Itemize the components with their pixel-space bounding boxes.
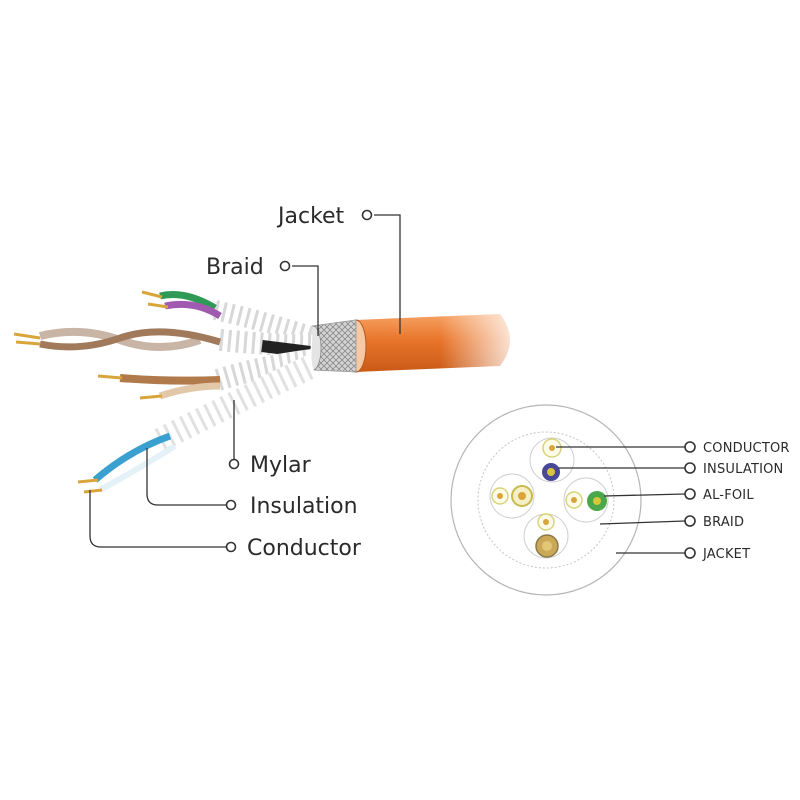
conductor-marker [225, 541, 237, 553]
jacket-label: Jacket [276, 204, 345, 229]
jacket-fade [440, 300, 530, 380]
cross-section-leaders [556, 441, 696, 559]
conductor-label: Conductor [247, 536, 362, 561]
xs-alfoil-leader [603, 493, 686, 497]
xs-jacket-marker [684, 547, 696, 559]
mylar-label: Mylar [250, 453, 312, 478]
jacket-marker [361, 209, 373, 221]
xs-insulation-marker [684, 462, 696, 474]
cross-braid [477, 431, 615, 569]
insulation-label: Insulation [250, 494, 358, 519]
xs-alfoil-marker [684, 488, 696, 500]
cable-illustration [13, 290, 530, 494]
xs-insulation-label: INSULATION [703, 462, 783, 477]
pair-green-purple [141, 290, 314, 346]
pair-blue [77, 355, 318, 494]
braid-marker [279, 260, 291, 272]
pair-white-brown [13, 327, 313, 358]
cable-leaders [89, 209, 401, 553]
xs-conductor-label: CONDUCTOR [703, 441, 790, 456]
insulation-marker [225, 499, 237, 511]
xs-conductor-marker [684, 441, 696, 453]
cross-pair-top [529, 437, 575, 483]
xs-braid-leader [599, 520, 686, 525]
braid-label: Braid [206, 255, 264, 280]
cross-pair-left [489, 473, 535, 519]
cross-pair-right [563, 477, 609, 523]
xs-alfoil-label: AL-FOIL [703, 488, 754, 503]
jacket-leader [374, 214, 401, 334]
mylar-marker [228, 458, 240, 470]
xs-jacket-label: JACKET [702, 547, 750, 562]
cross-section [450, 404, 642, 596]
xs-braid-label: BRAID [703, 515, 744, 530]
insulation-leader [146, 448, 226, 506]
xs-braid-marker [684, 515, 696, 527]
cross-pair-bottom [523, 513, 569, 559]
conductor-leader [89, 490, 226, 548]
braid-leader [292, 265, 319, 336]
